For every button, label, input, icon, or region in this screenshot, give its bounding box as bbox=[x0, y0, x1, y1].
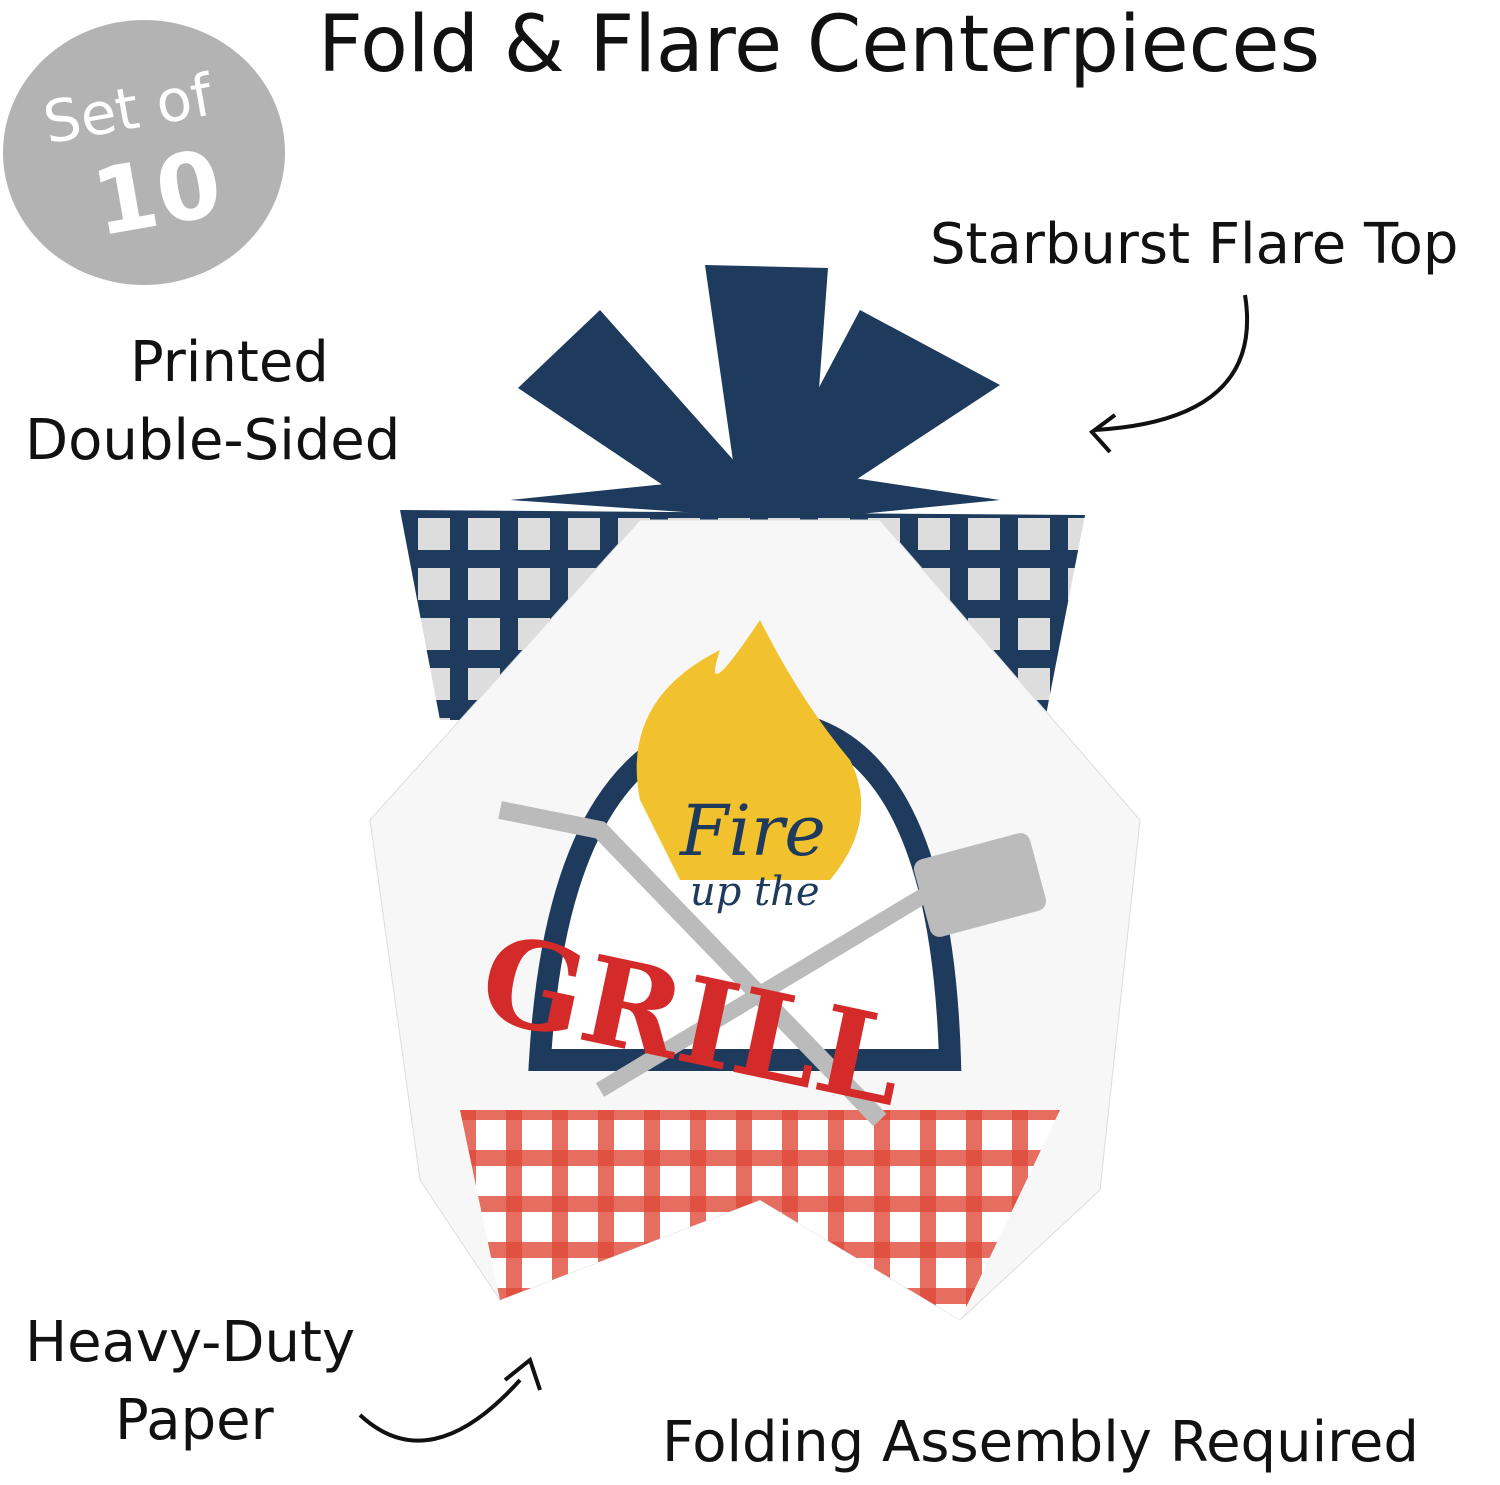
page-title: Fold & Flare Centerpieces bbox=[318, 0, 1321, 90]
red-gingham-band bbox=[460, 1110, 1060, 1320]
label-folding: Folding Assembly Required bbox=[662, 1410, 1419, 1475]
arrow-starburst-icon bbox=[1089, 294, 1250, 454]
label-heavy-duty: Heavy-Duty bbox=[25, 1310, 356, 1375]
set-count-badge: Set of 10 bbox=[3, 20, 285, 285]
label-double-sided: Double-Sided bbox=[25, 408, 401, 473]
art-upthe: up the bbox=[690, 869, 820, 915]
spatula-icon bbox=[595, 873, 955, 1097]
label-starburst: Starburst Flare Top bbox=[930, 212, 1459, 277]
tongs-icon bbox=[498, 801, 887, 1127]
arrow-paper-icon bbox=[358, 1356, 542, 1443]
label-paper: Paper bbox=[115, 1388, 274, 1453]
label-printed: Printed bbox=[130, 330, 329, 395]
art-fire: Fire bbox=[678, 790, 826, 872]
flame-icon bbox=[636, 620, 862, 880]
starburst-top-icon bbox=[510, 265, 1000, 520]
